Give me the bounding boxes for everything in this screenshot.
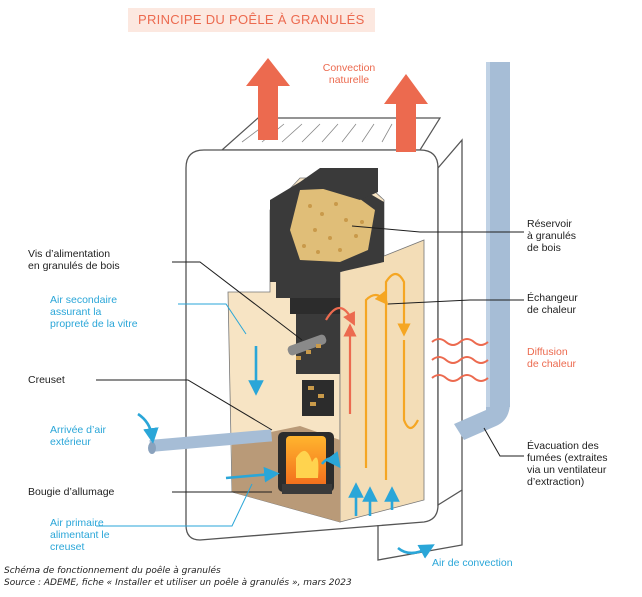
label-evacuation: Évacuation des fumées (extraites via un … <box>527 440 608 488</box>
air-inlet-pipe-end <box>148 442 156 454</box>
label-creuset: Creuset <box>28 374 65 386</box>
label-vis-alimentation: Vis d’alimentation en granulés de bois <box>28 248 120 272</box>
feed-screw <box>287 334 327 360</box>
page-title: PRINCIPE DU POÊLE À GRANULÉS <box>128 8 375 32</box>
label-air-primaire: Air primaire alimentant le creuset <box>50 517 110 553</box>
label-diffusion: Diffusion de chaleur <box>527 346 577 370</box>
heat-exchanger-flow <box>325 272 419 480</box>
flue-pipe <box>454 62 510 440</box>
air-flow-arrows <box>137 346 435 559</box>
label-convection-naturelle: Convection naturelle <box>322 62 376 86</box>
air-inlet-pipe <box>149 429 273 452</box>
figure-caption: Schéma de fonctionnement du poêle à gran… <box>4 565 352 589</box>
stove-side <box>437 138 463 507</box>
burn-pot <box>278 432 334 494</box>
label-bougie: Bougie d’allumage <box>28 486 115 498</box>
heat-diffusion-waves <box>431 338 489 382</box>
label-reservoir: Réservoir à granulés de bois <box>527 218 577 254</box>
leader-lines <box>96 225 524 527</box>
caption-line-1: Schéma de fonctionnement du poêle à gran… <box>4 566 221 576</box>
caption-line-2: Source : ADEME, fiche « Installer et uti… <box>4 578 352 588</box>
label-echangeur: Échangeur de chaleur <box>527 292 578 316</box>
label-air-secondaire: Air secondaire assurant la propreté de l… <box>50 294 138 330</box>
label-air-convection: Air de convection <box>432 557 513 569</box>
pellet-reservoir <box>270 168 384 282</box>
label-arrivee-air: Arrivée d’air extérieur <box>50 424 107 448</box>
convection-arrows <box>246 58 428 152</box>
